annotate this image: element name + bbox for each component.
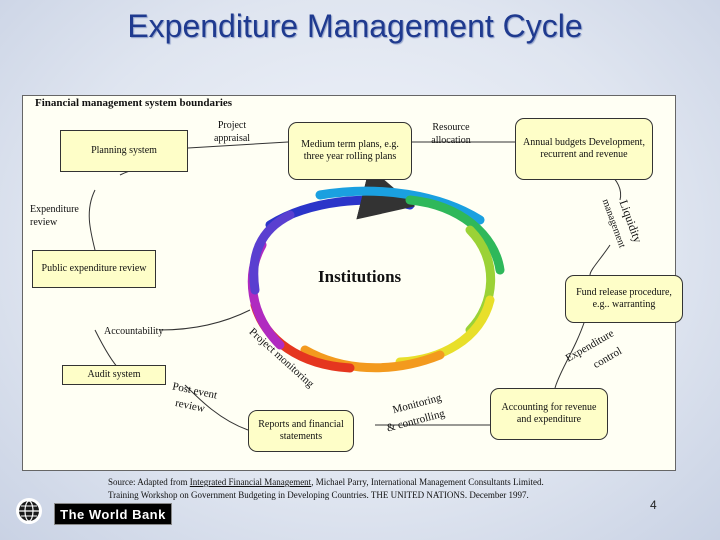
accountability-label: Accountability <box>104 326 164 337</box>
swirl-arm-lightblue <box>315 186 485 225</box>
connector-accountability <box>159 309 251 331</box>
page-number: 4 <box>650 498 657 512</box>
world-bank-logo: The World Bank <box>54 503 172 525</box>
resource-allocation-label: Resource allocation <box>431 122 471 146</box>
source-citation: Source: Adapted from Integrated Financia… <box>108 476 668 501</box>
audit-system-box: Audit system <box>62 365 166 385</box>
swirl-arm-green <box>405 195 505 275</box>
connector-reports <box>184 384 249 431</box>
institutions-label: Institutions <box>318 267 402 286</box>
connector-liquidity <box>589 244 611 276</box>
swirl-arm-violet <box>249 210 295 295</box>
swirl-arm-orange <box>300 345 445 373</box>
accounting-box: Accounting for revenue and expenditure <box>490 388 608 440</box>
frame-label: Financial management system boundaries <box>35 97 233 109</box>
source-line2: Training Workshop on Government Budgetin… <box>108 489 529 500</box>
expenditure-review-label: Expenditure review <box>30 204 79 228</box>
source-rest: , Michael Parry, International Managemen… <box>311 477 544 487</box>
planning-system-box: Planning system <box>60 130 188 172</box>
world-bank-globe-icon <box>16 498 42 524</box>
source-book-title: Integrated Financial Management <box>189 477 312 487</box>
source-prefix: Source: Adapted from <box>108 477 190 487</box>
swirl-arm-yellow <box>395 295 495 367</box>
slide-title: Expenditure Management Cycle <box>127 8 583 44</box>
medium-term-plans-box: Medium term plans, e.g. three year rolli… <box>288 122 412 180</box>
connector-fund <box>554 319 586 389</box>
connector-review <box>88 189 96 251</box>
annual-budgets-box: Annual budgets Development, recurrent an… <box>515 118 653 180</box>
reports-box: Reports and financial statements <box>248 410 354 452</box>
project-appraisal-label: Project appraisal <box>213 120 251 144</box>
public-expenditure-review-box: Public expenditure review <box>32 250 156 288</box>
fund-release-box: Fund release procedure, e.g.. warranting <box>565 275 683 323</box>
connector-planning <box>187 141 289 149</box>
